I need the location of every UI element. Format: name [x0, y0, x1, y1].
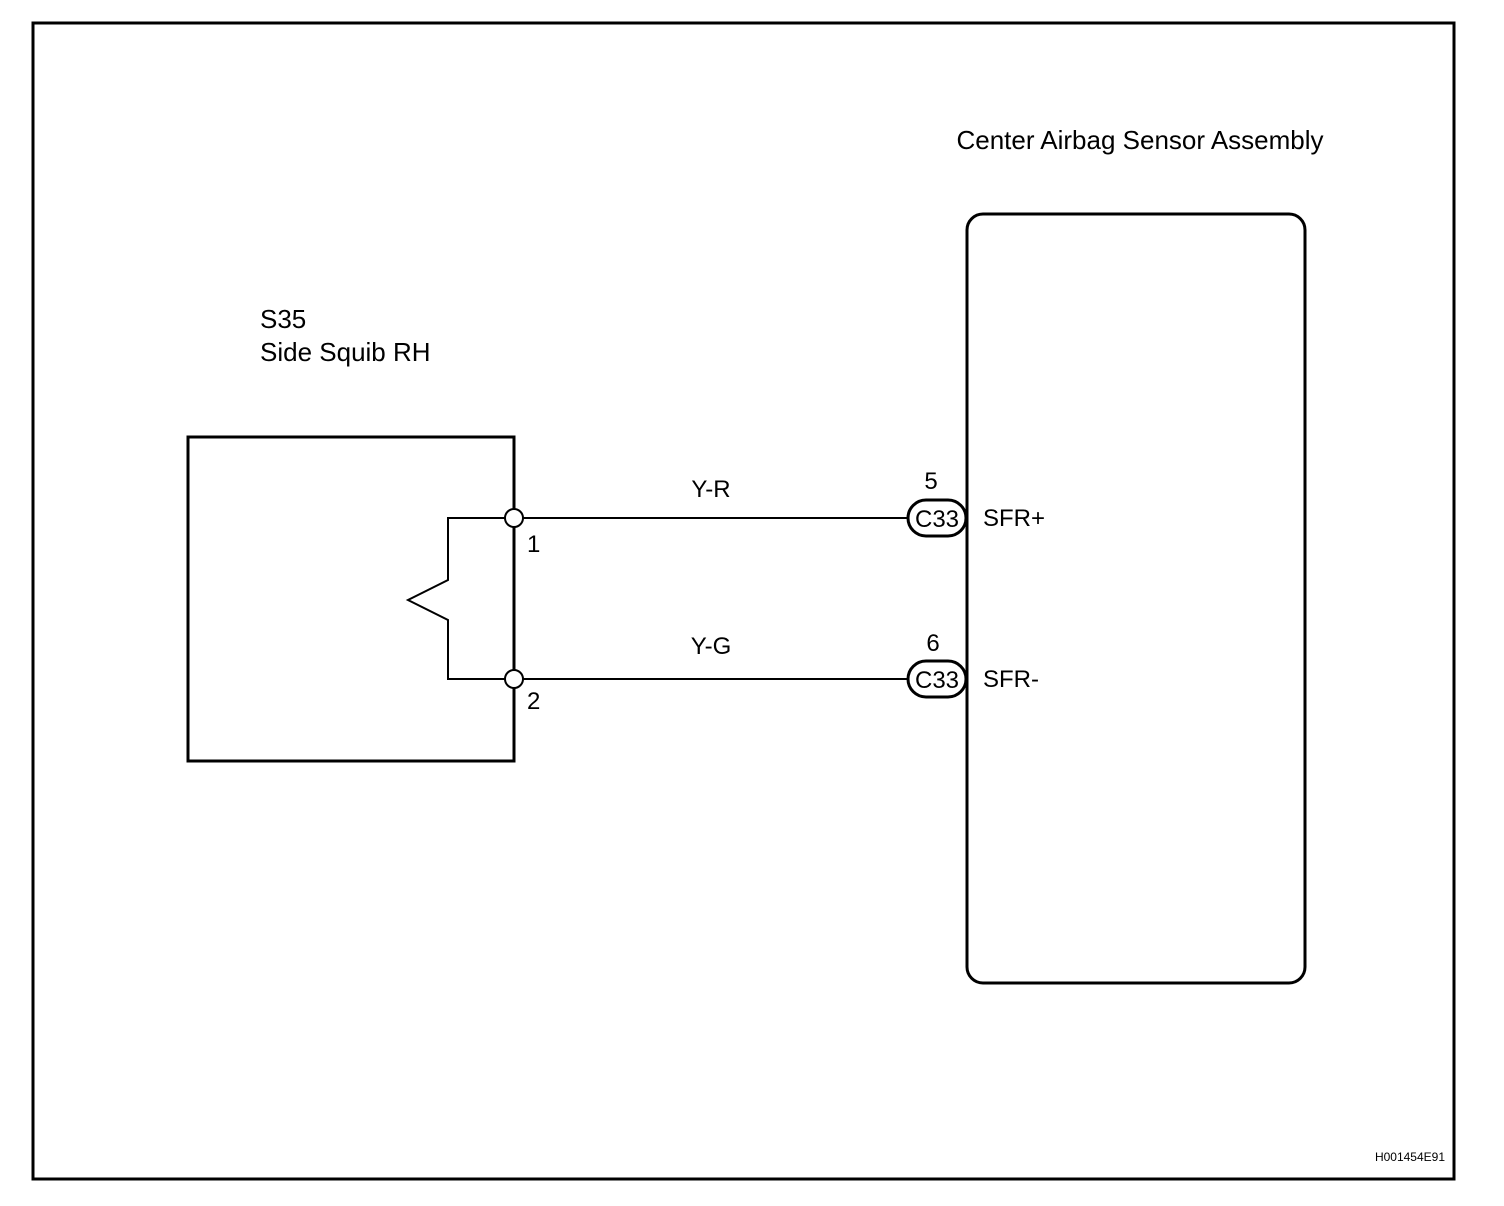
- connector-c33-upper-label: C33: [915, 506, 959, 533]
- wire-2-color-label: Y-G: [691, 633, 731, 660]
- squib-pin-1-label: 1: [527, 531, 540, 558]
- connector-c33-lower-label: C33: [915, 667, 959, 694]
- diagram-frame: [31, 21, 1456, 1181]
- squib-name: Side Squib RH: [260, 337, 431, 367]
- ecu-body: [965, 212, 1307, 985]
- squib-code: S35: [260, 304, 306, 334]
- squib-terminal-1: [504, 508, 524, 528]
- ecu-terminal-sfr-minus: SFR-: [983, 666, 1039, 693]
- ecu-pin-6-label: 6: [926, 630, 939, 657]
- connector-c33-upper: [906, 498, 968, 538]
- ecu-terminal-sfr-plus: SFR+: [983, 505, 1045, 532]
- ecu-title: Center Airbag Sensor Assembly: [956, 125, 1323, 155]
- connector-c33-lower: [906, 659, 968, 699]
- squib-terminal-2: [504, 669, 524, 689]
- ecu-pin-5-label: 5: [924, 468, 937, 495]
- squib-element-symbol: [405, 517, 514, 680]
- figure-id: H001454E91: [1375, 1150, 1445, 1164]
- wire-1-color-label: Y-R: [691, 476, 730, 503]
- squib-pin-2-label: 2: [527, 688, 540, 715]
- squib-body: [186, 435, 516, 763]
